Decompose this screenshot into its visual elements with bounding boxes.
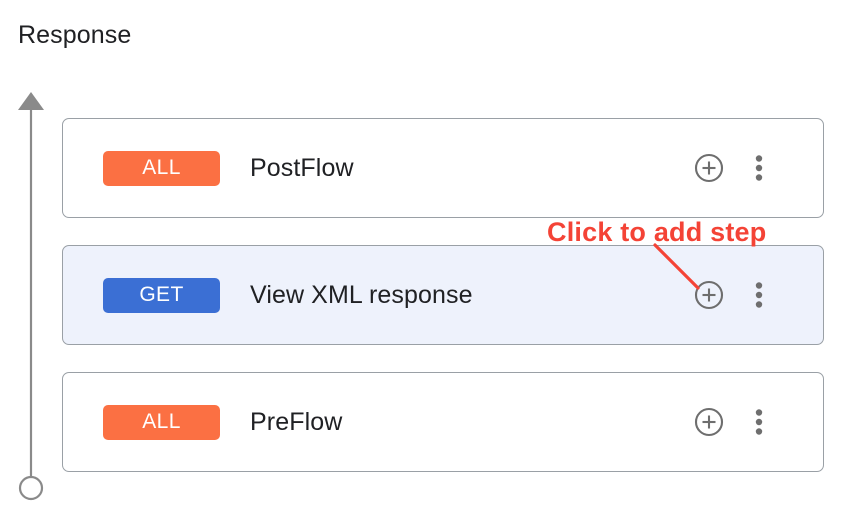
status-badge: GET	[103, 277, 220, 313]
list-item-label: PostFlow	[250, 153, 354, 182]
status-badge: ALL	[103, 150, 220, 186]
flow-axis-graphic	[18, 92, 44, 501]
page-title: Response	[18, 21, 132, 49]
status-badge: ALL	[103, 404, 220, 440]
more-vertical-icon[interactable]	[747, 280, 771, 310]
circle-outline-icon	[18, 475, 44, 501]
table-row[interactable]: ALL PreFlow	[62, 372, 824, 472]
row-actions	[694, 280, 771, 310]
table-row[interactable]: ALL PostFlow	[62, 118, 824, 218]
more-vertical-icon[interactable]	[747, 153, 771, 183]
plus-circle-icon[interactable]	[694, 280, 724, 310]
table-row[interactable]: GET View XML response	[62, 245, 824, 345]
list-item-label: PreFlow	[250, 407, 343, 436]
row-actions	[694, 153, 771, 183]
list-item-label: View XML response	[250, 280, 473, 309]
flow-direction-axis	[0, 80, 64, 510]
more-vertical-icon[interactable]	[747, 407, 771, 437]
flow-steps-list: ALL PostFlow GET View XML response	[62, 118, 824, 472]
row-actions	[694, 407, 771, 437]
annotation-label: Click to add step	[547, 217, 767, 247]
arrow-up-icon	[18, 92, 44, 110]
plus-circle-icon[interactable]	[694, 153, 724, 183]
plus-circle-icon[interactable]	[694, 407, 724, 437]
